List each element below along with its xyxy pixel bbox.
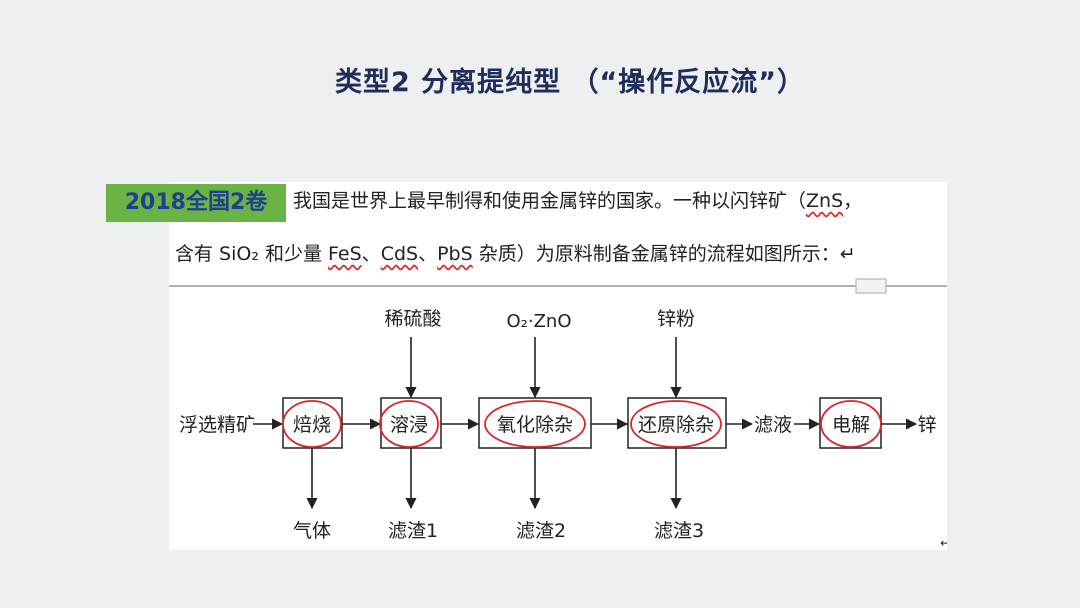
- highlight-circle: [379, 400, 439, 448]
- formula-cds: CdS: [380, 243, 419, 265]
- step-label-electrolysis: 电解: [832, 414, 870, 436]
- highlight-circle: [630, 400, 722, 448]
- input-sulfuric-acid: 稀硫酸: [384, 308, 441, 330]
- formula-fes: FeS: [328, 243, 362, 265]
- highlight-circle: [484, 400, 586, 448]
- intro-line-1: 我国是世界上最早制得和使用金属锌的国家。一种以闪锌矿（ZnS，: [293, 186, 862, 213]
- filtrate-label: 滤液: [754, 414, 792, 436]
- step-label-oxidation: 氧化除杂: [497, 414, 573, 436]
- ruler-mark: [855, 278, 887, 294]
- output-gas: 气体: [293, 520, 331, 542]
- intro-text: 杂质）为原料制备金属锌的流程如图所示：↵: [472, 243, 856, 265]
- output-residue-3: 滤渣3: [654, 520, 704, 542]
- step-label-roast: 焙烧: [293, 414, 331, 436]
- output-residue-2: 滤渣2: [516, 520, 566, 542]
- step-label-reduction: 还原除杂: [638, 414, 714, 436]
- intro-text: 、: [418, 243, 438, 265]
- intro-text: 、: [361, 243, 381, 265]
- intro-text: 含有 SiO₂ 和少量: [175, 243, 329, 265]
- process-flow-diagram: 浮选精矿 焙烧 气体 溶浸 稀硫酸 滤渣1 氧化除杂 O₂·ZnO 滤渣2 还原…: [169, 278, 947, 550]
- paragraph-mark: ↵: [940, 536, 947, 550]
- end-label-zinc: 锌: [917, 414, 936, 436]
- output-residue-1: 滤渣1: [388, 520, 438, 542]
- intro-text: ，: [843, 190, 863, 212]
- problem-image: [169, 182, 947, 550]
- formula-pbs: PbS: [437, 243, 473, 265]
- highlight-circle: [282, 400, 342, 448]
- formula-zns: ZnS: [806, 190, 844, 212]
- step-label-leach: 溶浸: [390, 414, 428, 436]
- slide-title: 类型2 分离提纯型 （“操作反应流”）: [334, 67, 806, 98]
- input-zinc-powder: 锌粉: [657, 308, 695, 330]
- intro-text: 我国是世界上最早制得和使用金属锌的国家。一种以闪锌矿（: [293, 190, 807, 212]
- intro-line-2: 含有 SiO₂ 和少量 FeS、CdS、PbS 杂质）为原料制备金属锌的流程如图…: [175, 239, 856, 266]
- start-label: 浮选精矿: [179, 414, 255, 436]
- input-oxygen-zno: O₂·ZnO: [506, 311, 571, 332]
- exam-badge: 2018全国2卷: [106, 184, 286, 222]
